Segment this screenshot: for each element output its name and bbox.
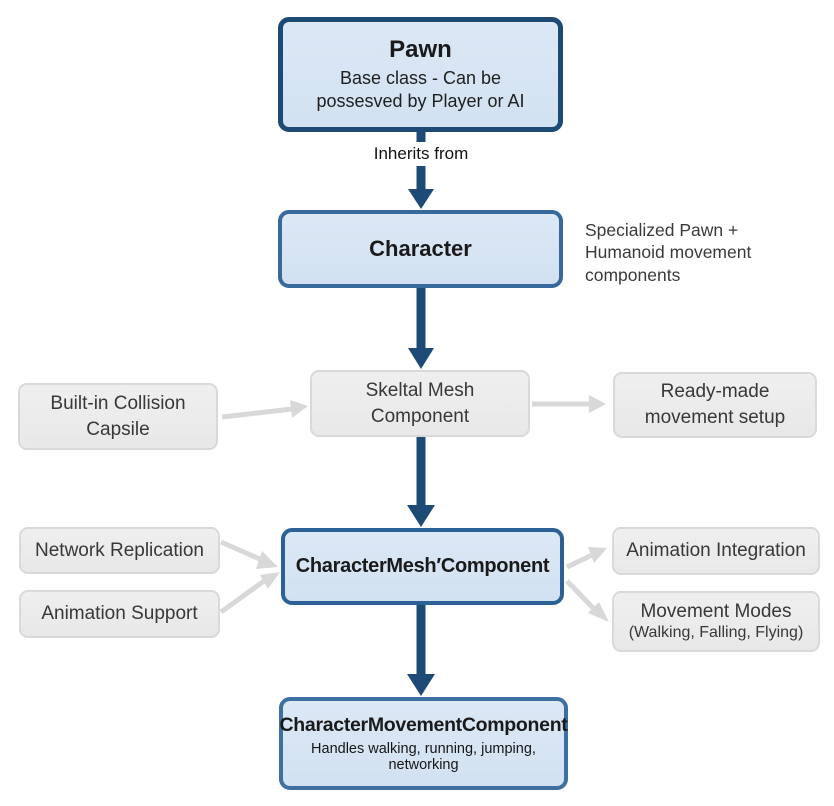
movement-component-subtitle: Handles walking, running, jumping, netwo… xyxy=(311,741,536,773)
arrow-character-to-skeletal-mesh xyxy=(408,287,434,369)
arrow-pawn-to-character xyxy=(408,130,434,209)
animation-support-node: Animation Support xyxy=(19,590,220,638)
network-replication-node: Network Replication xyxy=(19,527,220,574)
character-mesh-component-node: CharacterMesh′Component xyxy=(281,528,564,605)
animation-integration-node: Animation Integration xyxy=(612,527,820,575)
ready-made-movement-node: Ready-made movement setup xyxy=(613,372,817,438)
collision-capsule-node: Built-in Collision Capsile xyxy=(18,383,218,450)
pawn-node: Pawn Base class - Can be possesved by Pl… xyxy=(278,17,563,132)
arrow-animation-support-to-character-mesh xyxy=(219,572,280,615)
arrow-skeletal-mesh-to-ready-made xyxy=(532,395,606,413)
pawn-title: Pawn xyxy=(389,35,452,63)
character-note: Specialized Pawn + Humanoid movement com… xyxy=(585,220,752,285)
inherits-from-label: Inherits from xyxy=(368,144,474,164)
arrow-character-mesh-to-animation-integration xyxy=(565,547,607,570)
character-node: Character xyxy=(278,210,563,288)
arrow-character-mesh-to-movement-modes xyxy=(565,579,609,622)
movement-modes-node: Movement Modes (Walking, Falling, Flying… xyxy=(612,591,820,652)
pawn-subtitle: Base class - Can be possesved by Player … xyxy=(316,67,525,111)
skeletal-mesh-node: Skeltal Mesh Component xyxy=(310,370,530,437)
character-movement-component-node: CharacterMovementComponent Handles walki… xyxy=(279,697,568,790)
arrow-network-replication-to-character-mesh xyxy=(219,539,278,569)
character-title: Character xyxy=(369,236,472,261)
arrow-collision-to-skeletal-mesh xyxy=(221,400,308,420)
arrow-skeletal-mesh-to-character-mesh xyxy=(407,436,435,527)
movement-component-title: CharacterMovementComponent xyxy=(279,714,568,736)
movement-modes-subtitle: (Walking, Falling, Flying) xyxy=(628,624,804,641)
arrow-character-mesh-to-movement-component xyxy=(407,604,435,696)
movement-modes-title: Movement Modes xyxy=(640,601,792,622)
character-mesh-title: CharacterMesh′Component xyxy=(295,555,550,577)
